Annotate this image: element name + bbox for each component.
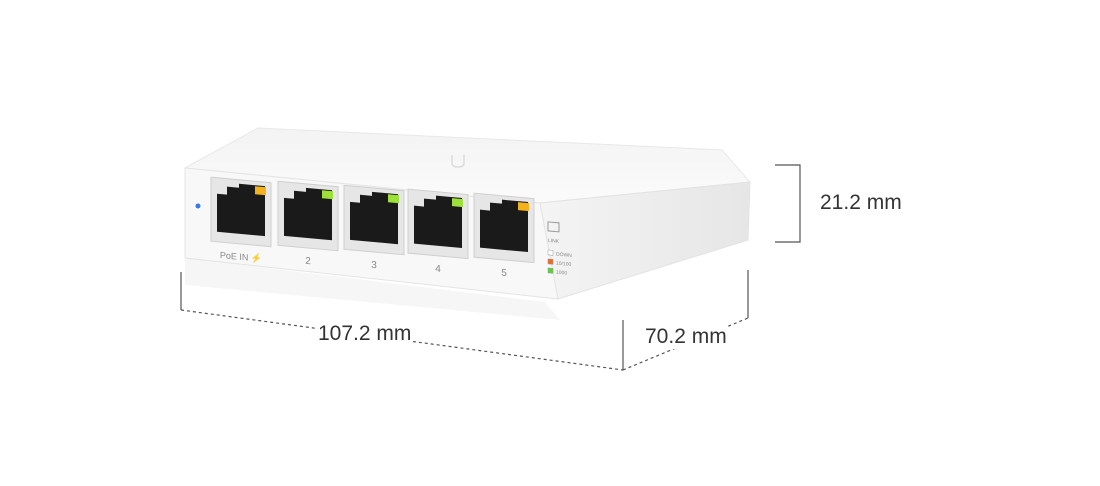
port-label: PoE IN ⚡: [220, 249, 262, 265]
legend-swatch: [547, 267, 554, 274]
link-icon: [547, 221, 560, 233]
port-led: [255, 186, 266, 196]
port-led: [452, 198, 463, 208]
legend-label: DOWN: [556, 252, 572, 259]
port-label: 2: [305, 256, 311, 268]
port-label: 4: [435, 264, 441, 276]
rj45-port: [217, 183, 265, 237]
device-side-face: [539, 181, 751, 300]
port-label: 3: [371, 260, 377, 272]
width-label: 107.2 mm: [316, 322, 414, 346]
legend-label: LINK: [548, 238, 560, 245]
port-led: [388, 194, 399, 204]
rj45-port: [480, 199, 528, 253]
port-label: 5: [501, 268, 507, 280]
legend-label: 10/100: [556, 261, 571, 268]
rj45-port: [414, 195, 462, 249]
height-dimension-line: [775, 164, 801, 243]
legend-swatch: [547, 258, 554, 265]
device-reflection: [185, 258, 560, 320]
rj45-port: [350, 191, 398, 245]
port-led: [322, 190, 333, 200]
depth-label: 70.2 mm: [645, 325, 727, 349]
rj45-port: [284, 187, 332, 241]
logo-mark: [451, 155, 465, 168]
legend-swatch: [547, 249, 554, 256]
height-label: 21.2 mm: [820, 191, 902, 215]
power-led: [195, 203, 201, 209]
legend-label: 1000: [556, 270, 567, 277]
port-led: [518, 202, 529, 212]
